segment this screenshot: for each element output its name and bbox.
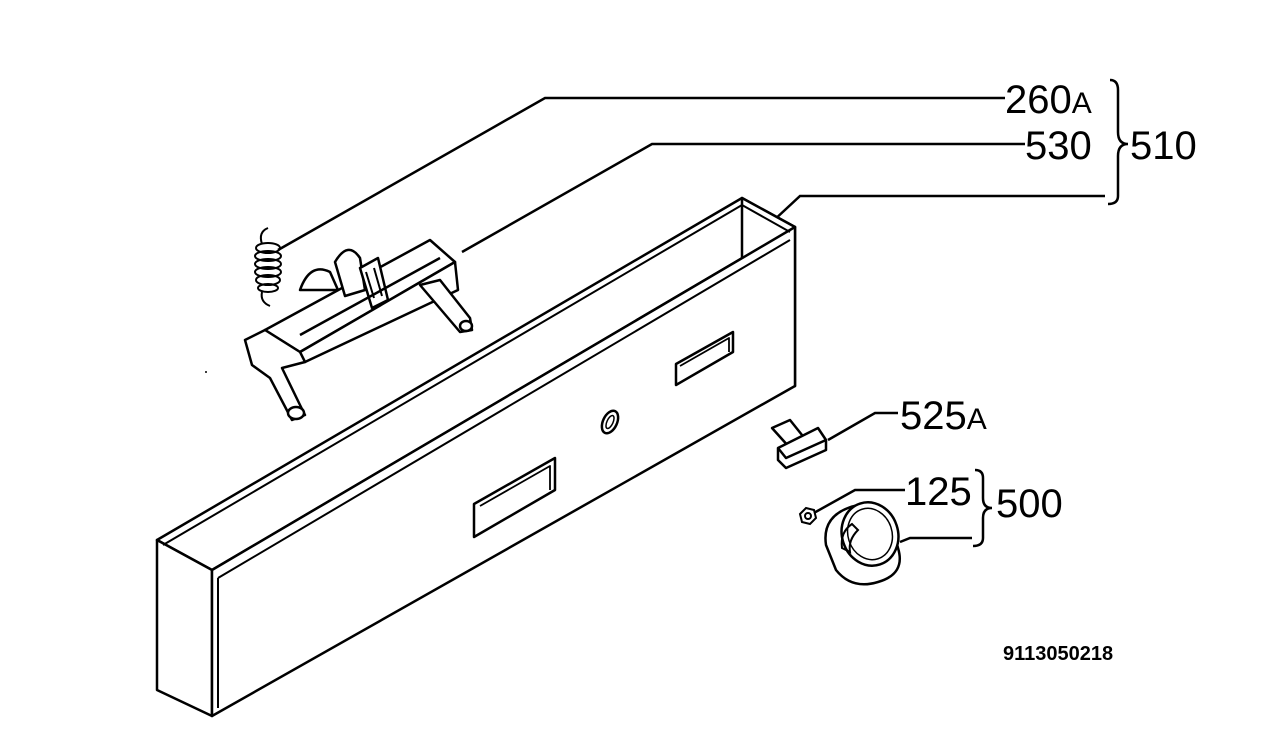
leader-panel xyxy=(771,194,1105,223)
panel-front-long xyxy=(210,225,797,718)
label-525A-number: 525 xyxy=(900,394,967,438)
group-brackets xyxy=(972,78,1129,548)
label-125: 125 xyxy=(905,472,972,512)
label-260A-suffix: A xyxy=(1071,87,1092,120)
push-button-icon xyxy=(770,418,828,470)
bracket-510 xyxy=(1107,78,1129,206)
drawing-code: 9113050218 xyxy=(1003,643,1114,665)
label-510: 510 xyxy=(1130,126,1197,166)
leader-530 xyxy=(461,142,1025,254)
control-panel xyxy=(155,196,797,718)
leader-125 xyxy=(811,488,905,516)
leader-260A xyxy=(277,96,1005,252)
nut-icon xyxy=(798,506,818,526)
display-window-right xyxy=(674,330,735,387)
label-260A-number: 260 xyxy=(1005,78,1072,122)
display-window-left xyxy=(472,456,557,539)
leader-lines xyxy=(277,96,1105,544)
label-525A-suffix: A xyxy=(966,403,987,436)
leader-knob xyxy=(899,536,972,544)
bracket-500 xyxy=(972,468,993,548)
panel-front-face xyxy=(155,538,214,718)
label-530-number: 530 xyxy=(1025,124,1092,168)
label-510-number: 510 xyxy=(1130,124,1197,168)
label-530: 530 xyxy=(1025,126,1092,166)
spring-icon xyxy=(254,227,282,307)
label-125-number: 125 xyxy=(905,470,972,514)
control-knob-icon xyxy=(824,501,901,586)
door-lock-icon xyxy=(243,238,474,422)
label-500: 500 xyxy=(996,484,1063,524)
label-525A: 525A xyxy=(900,396,987,436)
stray-dot xyxy=(205,371,207,373)
label-260A: 260A xyxy=(1005,80,1092,120)
leader-525A xyxy=(827,411,898,442)
label-500-number: 500 xyxy=(996,482,1063,526)
